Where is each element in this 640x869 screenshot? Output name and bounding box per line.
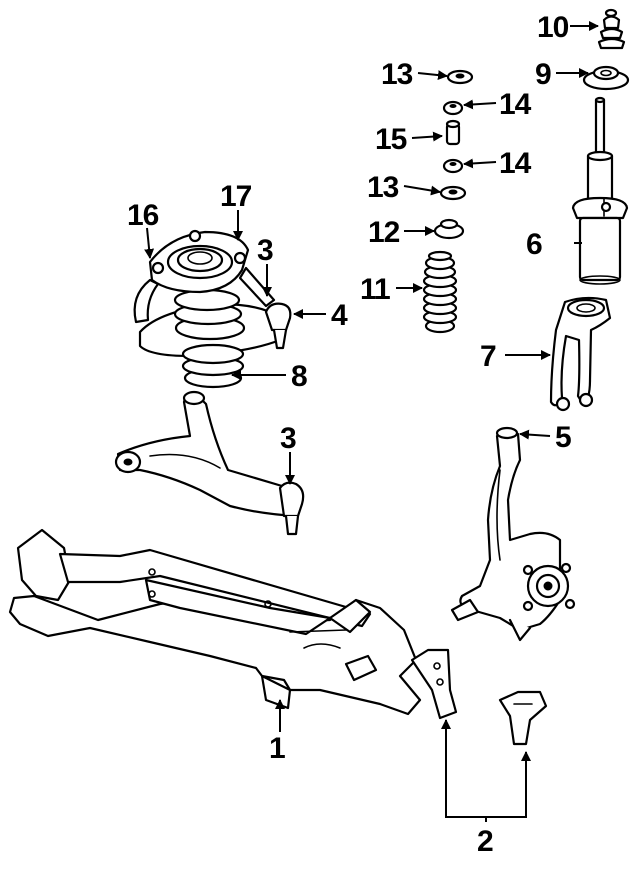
callout-15: 15: [375, 123, 407, 156]
bump-stop-part: [597, 8, 626, 50]
strut-mount-part: [582, 65, 630, 91]
callout-7: 7: [480, 340, 496, 373]
callout-3-lower: 3: [280, 422, 296, 455]
callout-11: 11: [360, 273, 390, 306]
bracket-right-part: [498, 690, 548, 746]
callout-5: 5: [555, 421, 571, 454]
callout-13-upper: 13: [381, 58, 413, 91]
lower-control-arm-part: [114, 390, 305, 536]
leader-lines: [144, 21, 599, 822]
callout-16: 16: [127, 199, 159, 232]
callout-9: 9: [535, 58, 551, 91]
callout-12: 12: [368, 216, 400, 249]
lower-washer-part: [439, 185, 467, 201]
upper-insulator-part: [442, 100, 464, 116]
callout-3-upper: 3: [257, 234, 273, 267]
strut-fork-part: [549, 296, 612, 412]
callout-labels: 10 9 13 14 15 14 13 12 16 17 3 6 11 4 7 …: [127, 11, 572, 858]
callout-1: 1: [269, 732, 285, 765]
steering-knuckle-part: [450, 426, 576, 642]
strut-part: [571, 96, 629, 285]
upper-washer-part: [446, 69, 474, 85]
callout-4: 4: [331, 299, 348, 332]
crossmember-part: [8, 528, 422, 716]
callout-2: 2: [477, 825, 493, 858]
callout-17: 17: [220, 180, 252, 213]
lower-insulator-part: [442, 158, 464, 174]
callout-6: 6: [526, 228, 542, 261]
callout-14-lower: 14: [499, 147, 532, 180]
dust-boot-part: [422, 250, 458, 334]
callout-14-upper: 14: [499, 88, 532, 121]
callout-8: 8: [291, 360, 307, 393]
upper-control-arm-assembly: [133, 229, 292, 389]
sleeve-part: [445, 119, 461, 146]
callout-13-lower: 13: [367, 171, 399, 204]
spring-seat-part: [433, 218, 465, 240]
bracket-left-part: [410, 648, 458, 720]
callout-10: 10: [537, 11, 569, 44]
